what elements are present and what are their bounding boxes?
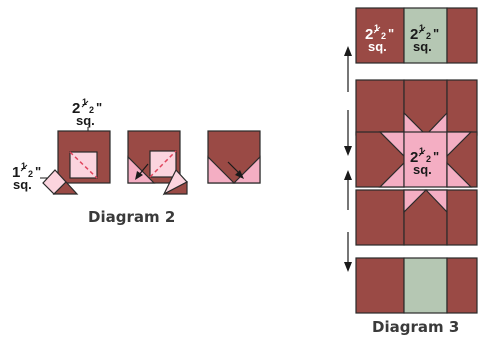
arrow-down-icon: [344, 232, 352, 272]
small-pink-square: [149, 150, 177, 178]
block-sage: [403, 257, 448, 314]
pink-corner: [446, 161, 473, 188]
pink-corner: [446, 131, 473, 158]
small-pink-square: [69, 151, 98, 179]
pink-corner-left: [403, 189, 428, 214]
row-5: [355, 257, 478, 314]
diagram-2-step-1: [42, 130, 111, 195]
large-square-label-unit: ": [96, 100, 102, 115]
center-label-whole: 2: [410, 149, 418, 166]
small-square-label-whole: 1: [12, 164, 20, 181]
block-brown: [446, 257, 478, 314]
top-middle-label-den: 2: [426, 31, 431, 41]
diagram-3: 2 1 2 " sq. 2 1 2 " sq.: [344, 7, 478, 336]
block-brown: [355, 189, 405, 246]
block-brown: [355, 7, 405, 64]
large-square-label-sq: sq.: [76, 113, 95, 128]
block-brown: [446, 7, 478, 64]
small-square-label-sq: sq.: [13, 177, 32, 192]
block-brown: [355, 257, 405, 314]
small-square-label-unit: ": [35, 164, 41, 179]
block-center-pink: [403, 131, 448, 188]
row-3: 2 1 2 " sq.: [355, 131, 478, 188]
arrow-up-icon: [344, 46, 352, 92]
diagram-2-step-3: [207, 130, 261, 184]
large-square-label-num: 1: [82, 97, 87, 107]
pink-corner-left: [127, 155, 156, 184]
diagram-3-caption: Diagram 3: [372, 318, 459, 336]
press-arrows: [344, 46, 352, 272]
large-square-label-whole: 2: [72, 100, 80, 117]
center-label-sq: sq.: [413, 162, 432, 177]
top-middle-label-sq: sq.: [413, 39, 432, 54]
pink-corner-left: [207, 155, 236, 184]
press-arrow-icon: [235, 170, 244, 179]
top-left-label-num: 1: [374, 23, 379, 33]
large-square-label-den: 2: [89, 105, 94, 115]
row-1: 2 1 2 " sq. 2 1 2 " sq.: [355, 7, 478, 64]
top-left-label-whole: 2: [365, 26, 373, 43]
small-square-backing: [52, 181, 79, 195]
row-2: [355, 79, 478, 136]
sew-line-dashed: [149, 150, 177, 178]
center-label-num: 1: [419, 146, 424, 156]
small-square-label-num: 1: [21, 161, 26, 171]
sew-line-dashed: [69, 151, 98, 179]
diagram-2-step-2: [127, 130, 188, 196]
block-brown: [446, 79, 478, 136]
small-square-label-den: 2: [28, 169, 33, 179]
top-middle-label: 2 1 2 " sq.: [410, 23, 439, 54]
top-middle-label-whole: 2: [410, 26, 418, 43]
diagram-2: 2 1 2 " sq. 1 1 2 " sq.: [12, 97, 261, 226]
diagram-2-caption: Diagram 2: [88, 208, 175, 226]
row-4: [355, 189, 478, 246]
block-brown: [355, 79, 405, 136]
top-left-label: 2 1 2 " sq.: [365, 23, 394, 54]
top-left-label-unit: ": [388, 26, 394, 41]
top-left-label-sq: sq.: [368, 39, 387, 54]
top-middle-label-unit: ": [433, 26, 439, 41]
arrow-down-icon: [344, 110, 352, 156]
center-label-unit: ": [433, 149, 439, 164]
block-brown: [446, 189, 478, 246]
arrow-up-icon: [344, 170, 352, 210]
small-square-backing: [163, 181, 188, 195]
press-arrow-icon: [135, 171, 143, 180]
top-middle-label-num: 1: [419, 23, 424, 33]
center-label: 2 1 2 " sq.: [410, 146, 439, 177]
top-left-label-den: 2: [381, 31, 386, 41]
block-sage: [403, 7, 448, 64]
center-label-den: 2: [426, 154, 431, 164]
